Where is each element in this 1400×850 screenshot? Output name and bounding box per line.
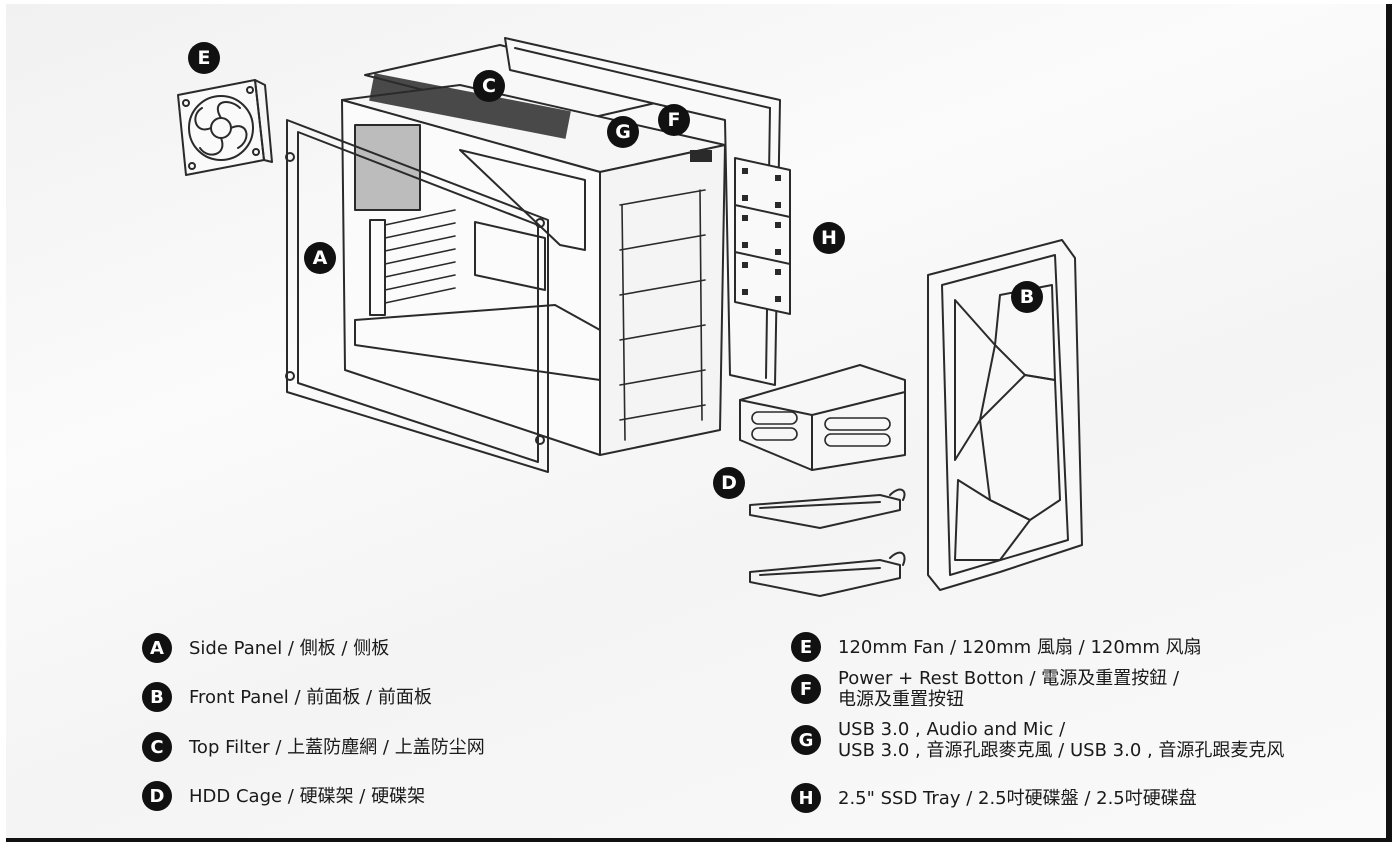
legend-badge-f: F bbox=[791, 674, 821, 704]
legend-label-f: Power + Rest Botton / 電源及重置按鈕 /电源及重置按钮 bbox=[838, 668, 1180, 710]
legend-badge-b: B bbox=[142, 682, 172, 712]
legend-label-b: Front Panel / 前面板 / 前面板 bbox=[189, 686, 432, 708]
front-panel-part bbox=[927, 239, 1083, 591]
side-panel-part bbox=[285, 119, 549, 473]
legend-item-f: F Power + Rest Botton / 電源及重置按鈕 /电源及重置按钮 bbox=[791, 668, 1179, 710]
callout-e: E bbox=[188, 42, 220, 74]
callout-a: A bbox=[304, 242, 336, 274]
legend-item-h: H 2.5" SSD Tray / 2.5吋硬碟盤 / 2.5吋硬碟盘 bbox=[791, 783, 1197, 813]
legend-badge-h: H bbox=[791, 783, 821, 813]
callout-h: H bbox=[813, 222, 845, 254]
chassis-part bbox=[341, 73, 726, 456]
legend-badge-e: E bbox=[791, 632, 821, 662]
legend-label-h: 2.5" SSD Tray / 2.5吋硬碟盤 / 2.5吋硬碟盘 bbox=[838, 787, 1197, 809]
legend-label-d: HDD Cage / 硬碟架 / 硬碟架 bbox=[189, 785, 426, 807]
fan-part bbox=[177, 79, 273, 176]
legend-item-a: A Side Panel / 側板 / 侧板 bbox=[142, 633, 389, 663]
legend-item-e: E 120mm Fan / 120mm 風扇 / 120mm 风扇 bbox=[791, 632, 1202, 662]
hdd-cage-part bbox=[739, 364, 906, 597]
callout-f: F bbox=[658, 104, 690, 136]
legend-label-a: Side Panel / 側板 / 侧板 bbox=[189, 637, 390, 659]
legend-badge-a: A bbox=[142, 633, 172, 663]
legend-item-d: D HDD Cage / 硬碟架 / 硬碟架 bbox=[142, 781, 425, 811]
callout-b: B bbox=[1011, 281, 1043, 313]
callout-g: G bbox=[607, 116, 639, 148]
legend-badge-c: C bbox=[142, 732, 172, 762]
callout-d: D bbox=[713, 467, 745, 499]
legend-badge-d: D bbox=[142, 781, 172, 811]
legend-item-b: B Front Panel / 前面板 / 前面板 bbox=[142, 682, 432, 712]
callout-c: C bbox=[473, 70, 505, 102]
legend-label-g: USB 3.0 , Audio and Mic /USB 3.0 , 音源孔跟麥… bbox=[838, 719, 1285, 761]
legend-label-e: 120mm Fan / 120mm 風扇 / 120mm 风扇 bbox=[838, 636, 1202, 658]
legend-label-c: Top Filter / 上蓋防塵網 / 上盖防尘网 bbox=[189, 736, 485, 758]
legend-badge-g: G bbox=[791, 725, 821, 755]
ssd-tray-part bbox=[734, 157, 791, 315]
legend-item-c: C Top Filter / 上蓋防塵網 / 上盖防尘网 bbox=[142, 732, 485, 762]
legend-item-g: G USB 3.0 , Audio and Mic /USB 3.0 , 音源孔… bbox=[791, 719, 1284, 761]
